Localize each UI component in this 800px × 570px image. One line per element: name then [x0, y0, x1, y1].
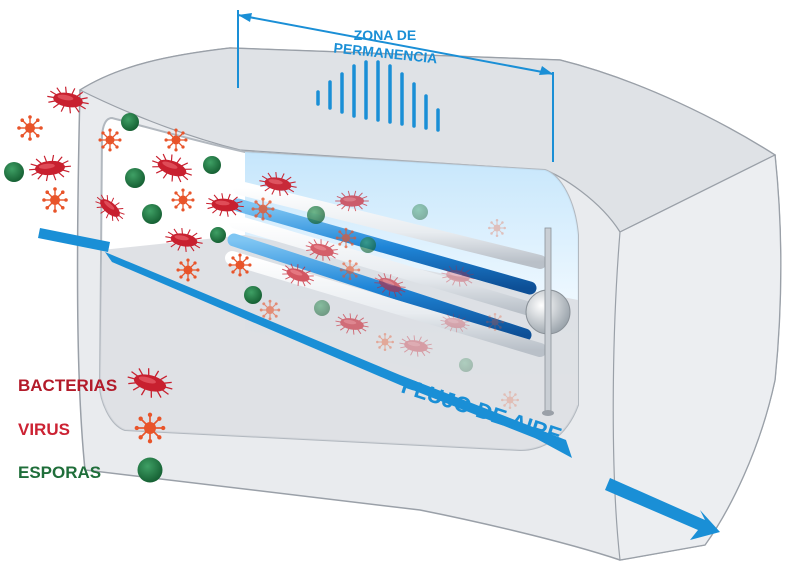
spore-icon	[360, 237, 376, 253]
virus-icon	[259, 299, 281, 321]
spore-icon	[314, 300, 330, 316]
spore-icon	[142, 204, 162, 224]
bacteria-icon	[374, 273, 406, 297]
zone-label-line-1: ZONA DE	[354, 27, 416, 43]
spore-icon	[203, 156, 221, 174]
spore-icon	[4, 162, 24, 182]
bacteria-icon	[335, 313, 369, 335]
flow-outlet-arrow	[605, 478, 720, 540]
bacteria-icon	[165, 227, 203, 253]
spore-icon	[137, 457, 163, 483]
bacteria-icon	[206, 193, 244, 217]
bacteria-icon	[127, 368, 173, 398]
duct-top-face	[78, 47, 777, 233]
spore-icon	[210, 227, 226, 243]
virus-icon	[176, 258, 200, 282]
virus-icon	[339, 259, 361, 281]
bacteria-icon	[152, 153, 192, 183]
spore-icon	[125, 168, 145, 188]
bacteria-icon	[305, 239, 339, 261]
virus-icon	[134, 412, 166, 444]
bacteria-icon	[95, 194, 125, 222]
legend-label-virus: VIRUS	[18, 420, 70, 439]
spore-icon	[244, 286, 262, 304]
bacteria-icon	[282, 263, 314, 287]
bacteria-icon	[127, 368, 173, 398]
flow-inlet-arrow	[38, 228, 110, 252]
bacteria-icon	[441, 265, 475, 287]
spore-icon	[459, 358, 473, 372]
virus-icon	[335, 227, 357, 249]
virus-icon	[376, 333, 394, 351]
microorganism-particles	[4, 86, 519, 409]
virus-icon	[486, 313, 504, 331]
spore-icon	[412, 204, 428, 220]
legend-label-bacteria: BACTERIAS	[18, 376, 117, 395]
virus-icon	[251, 197, 275, 221]
flow-arrow-head-inner	[535, 438, 572, 458]
virus-icon	[98, 128, 122, 152]
bacteria-icon	[259, 171, 297, 197]
legend: BACTERIAS VIRUS ESPORAS	[18, 368, 173, 483]
bacteria-icon	[440, 313, 470, 333]
virus-icon	[164, 128, 188, 152]
spore-icon	[307, 206, 325, 224]
spore-icon	[137, 457, 163, 483]
uv-intensity-bars	[316, 60, 440, 132]
virus-icon	[488, 219, 506, 237]
virus-icon	[501, 391, 519, 409]
bacteria-icon	[47, 86, 89, 114]
legend-label-spores: ESPORAS	[18, 463, 101, 482]
flow-stripe	[105, 252, 566, 448]
virus-icon	[17, 115, 43, 141]
bacteria-icon	[335, 190, 369, 212]
spore-icon	[121, 113, 139, 131]
virus-icon	[134, 412, 166, 444]
virus-icon	[228, 253, 252, 277]
bacteria-icon	[399, 335, 433, 357]
duct-end-face	[612, 154, 782, 561]
bacteria-icon	[29, 154, 71, 182]
virus-icon	[171, 188, 195, 212]
residence-zone-marker	[237, 10, 554, 162]
virus-icon	[42, 187, 68, 213]
